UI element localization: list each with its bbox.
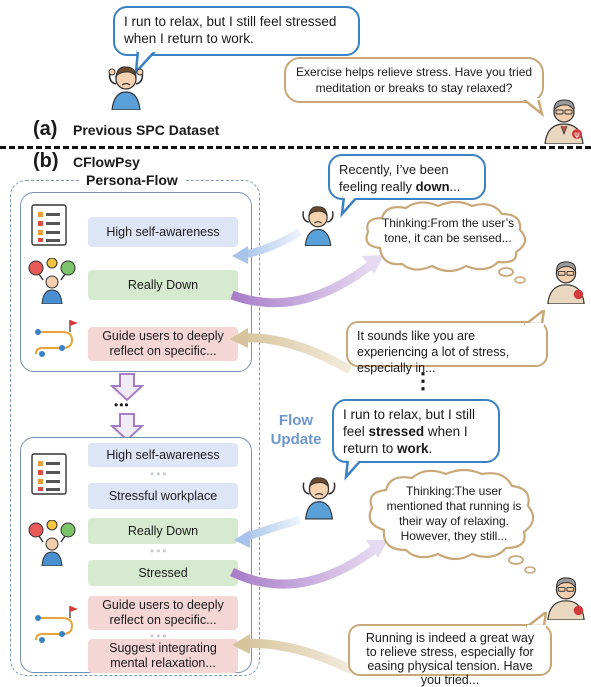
path-flow-icon bbox=[35, 606, 78, 643]
user-bubble-1-bold: down bbox=[415, 179, 450, 194]
svg-text:ψ: ψ bbox=[574, 130, 579, 139]
therapist-icon bbox=[547, 261, 585, 304]
path-flow-icon bbox=[35, 320, 78, 357]
between-dots: ••• bbox=[114, 398, 130, 412]
therapist-reply-2: Running is indeed a great way to relieve… bbox=[348, 624, 552, 687]
title-b: CFlowPsy bbox=[73, 154, 140, 170]
label-b: (b) bbox=[33, 150, 59, 172]
panel2-tag-0: High self-awareness bbox=[88, 443, 238, 467]
panel2-tag-2: Really Down bbox=[88, 518, 238, 544]
cloud-1-text: Thinking:From the user’s tone, it can be… bbox=[381, 216, 515, 245]
user-bubble-2-tail bbox=[344, 459, 364, 481]
down-arrow-icon bbox=[110, 413, 144, 442]
therapist-icon: ψ bbox=[544, 99, 584, 144]
vertical-ellipsis: ⋮ bbox=[412, 368, 434, 393]
emotion-faces-icon bbox=[28, 258, 76, 304]
top-user-bubble-tail bbox=[134, 50, 159, 76]
therapist-icon bbox=[547, 577, 585, 620]
stressed-user-icon bbox=[302, 477, 336, 520]
user-bubble-1-tail bbox=[340, 196, 360, 218]
panel2-tag-3: Stressed bbox=[88, 560, 238, 586]
top-user-text: I run to relax, but I still feel stresse… bbox=[124, 14, 337, 46]
panel2-tag-1: Stressful workplace bbox=[88, 483, 238, 509]
top-user-bubble: I run to relax, but I still feel stresse… bbox=[113, 6, 360, 56]
thought-cloud-1 bbox=[365, 200, 527, 284]
user-bubble-1: Recently, I’ve been feeling really down.… bbox=[328, 154, 486, 200]
therapist-reply-2-tail bbox=[526, 612, 548, 628]
stressed-user-icon bbox=[108, 66, 144, 110]
panel1-tag-0: High self-awareness bbox=[88, 217, 238, 247]
user-bubble-2-text: I run to relax, but I still feel bbox=[343, 407, 476, 439]
user-bubble-2-end: . bbox=[428, 441, 433, 456]
down-arrow-icon bbox=[110, 373, 144, 402]
user-bubble-1-text: Recently, I’ve been feeling really bbox=[339, 162, 449, 194]
stressed-user-icon bbox=[302, 206, 334, 246]
title-a: Previous SPC Dataset bbox=[73, 122, 220, 138]
panel1-tag-2: Guide users to deeply reflect on specifi… bbox=[88, 327, 238, 361]
panel2-dots: ••• bbox=[150, 544, 169, 558]
document-icon bbox=[31, 204, 67, 246]
panel2-tag-5: Suggest integrating mental relaxation... bbox=[88, 639, 238, 673]
top-therapist-bubble: Exercise helps relieve stress. Have you … bbox=[284, 57, 544, 103]
thought-cloud-2 bbox=[368, 468, 536, 574]
user-bubble-2-text-2: when I return to bbox=[343, 424, 468, 456]
emotion-faces-icon bbox=[28, 520, 76, 566]
therapist-reply-1: It sounds like you are experiencing a lo… bbox=[346, 321, 548, 375]
cloud-2-text: Thinking:The user mentioned that running… bbox=[386, 484, 522, 543]
user-bubble-2: I run to relax, but I still feel stresse… bbox=[332, 399, 500, 463]
panel2-tag-4: Guide users to deeply reflect on specifi… bbox=[88, 596, 238, 630]
top-therapist-bubble-tail bbox=[520, 98, 545, 118]
panel1-tag-1: Really Down bbox=[88, 270, 238, 300]
user-bubble-2-bold-2: work bbox=[397, 441, 429, 456]
user-bubble-2-bold-1: stressed bbox=[368, 424, 425, 439]
user-bubble-1-end: ... bbox=[449, 179, 461, 194]
therapist-reply-1-tail bbox=[524, 310, 546, 326]
section-divider bbox=[0, 146, 591, 149]
flow-update-label: Flow Update bbox=[270, 412, 322, 448]
top-therapist-text: Exercise helps relieve stress. Have you … bbox=[295, 65, 533, 95]
therapist-reply-1-text: It sounds like you are experiencing a lo… bbox=[357, 329, 510, 375]
panel2-dots: ••• bbox=[150, 467, 169, 481]
therapist-reply-2-text: Running is indeed a great way to relieve… bbox=[365, 631, 535, 687]
persona-flow-title: Persona-Flow bbox=[80, 172, 184, 188]
label-a: (a) bbox=[33, 118, 58, 140]
document-icon bbox=[31, 453, 67, 495]
